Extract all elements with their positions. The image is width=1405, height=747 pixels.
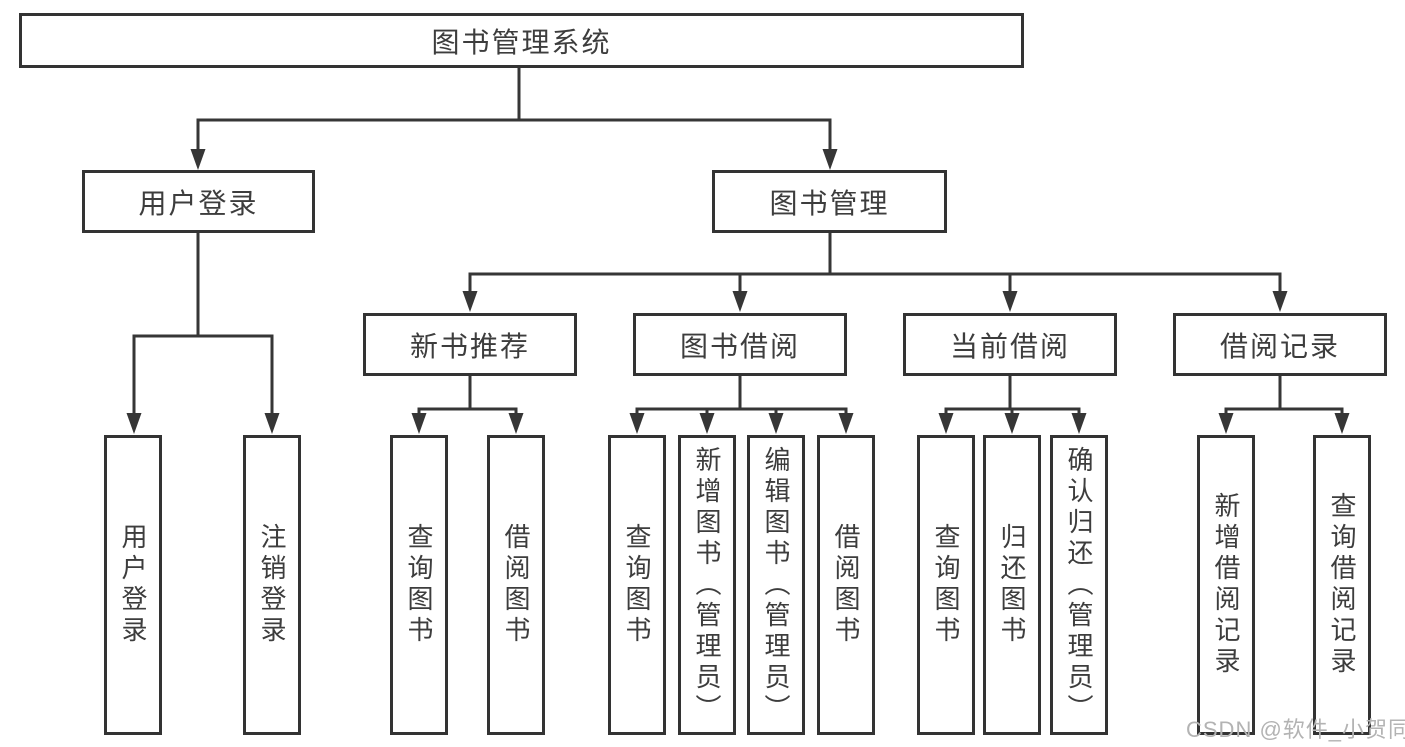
leaf-borrow-edit-books-admin: 编辑图书（管理员） bbox=[747, 435, 805, 735]
leaf-borrow-query-books: 查询图书 bbox=[608, 435, 666, 735]
leaf-newbook-borrow-books: 借阅图书 bbox=[487, 435, 545, 735]
watermark: CSDN @软件_小贺同学 bbox=[1186, 717, 1405, 742]
leaf-user-login: 用户登录 bbox=[104, 435, 162, 735]
leaf-borrow-add-books-admin: 新增图书（管理员） bbox=[678, 435, 736, 735]
node-borrowing-records: 借阅记录 bbox=[1173, 313, 1387, 376]
node-library-system: 图书管理系统 bbox=[19, 13, 1024, 68]
leaf-current-confirm-return-admin: 确认归还（管理员） bbox=[1050, 435, 1108, 735]
leaf-borrow-borrow-books: 借阅图书 bbox=[817, 435, 875, 735]
leaf-logout: 注销登录 bbox=[243, 435, 301, 735]
node-current-borrowing: 当前借阅 bbox=[903, 313, 1117, 376]
leaf-current-query-books: 查询图书 bbox=[917, 435, 975, 735]
node-new-book-recommend: 新书推荐 bbox=[363, 313, 577, 376]
node-user-login-branch: 用户登录 bbox=[82, 170, 315, 233]
node-book-borrowing: 图书借阅 bbox=[633, 313, 847, 376]
leaf-records-query-record: 查询借阅记录 bbox=[1313, 435, 1371, 735]
node-book-management-branch: 图书管理 bbox=[712, 170, 947, 233]
leaf-current-return-books: 归还图书 bbox=[983, 435, 1041, 735]
leaf-records-add-record: 新增借阅记录 bbox=[1197, 435, 1255, 735]
leaf-newbook-query-books: 查询图书 bbox=[390, 435, 448, 735]
